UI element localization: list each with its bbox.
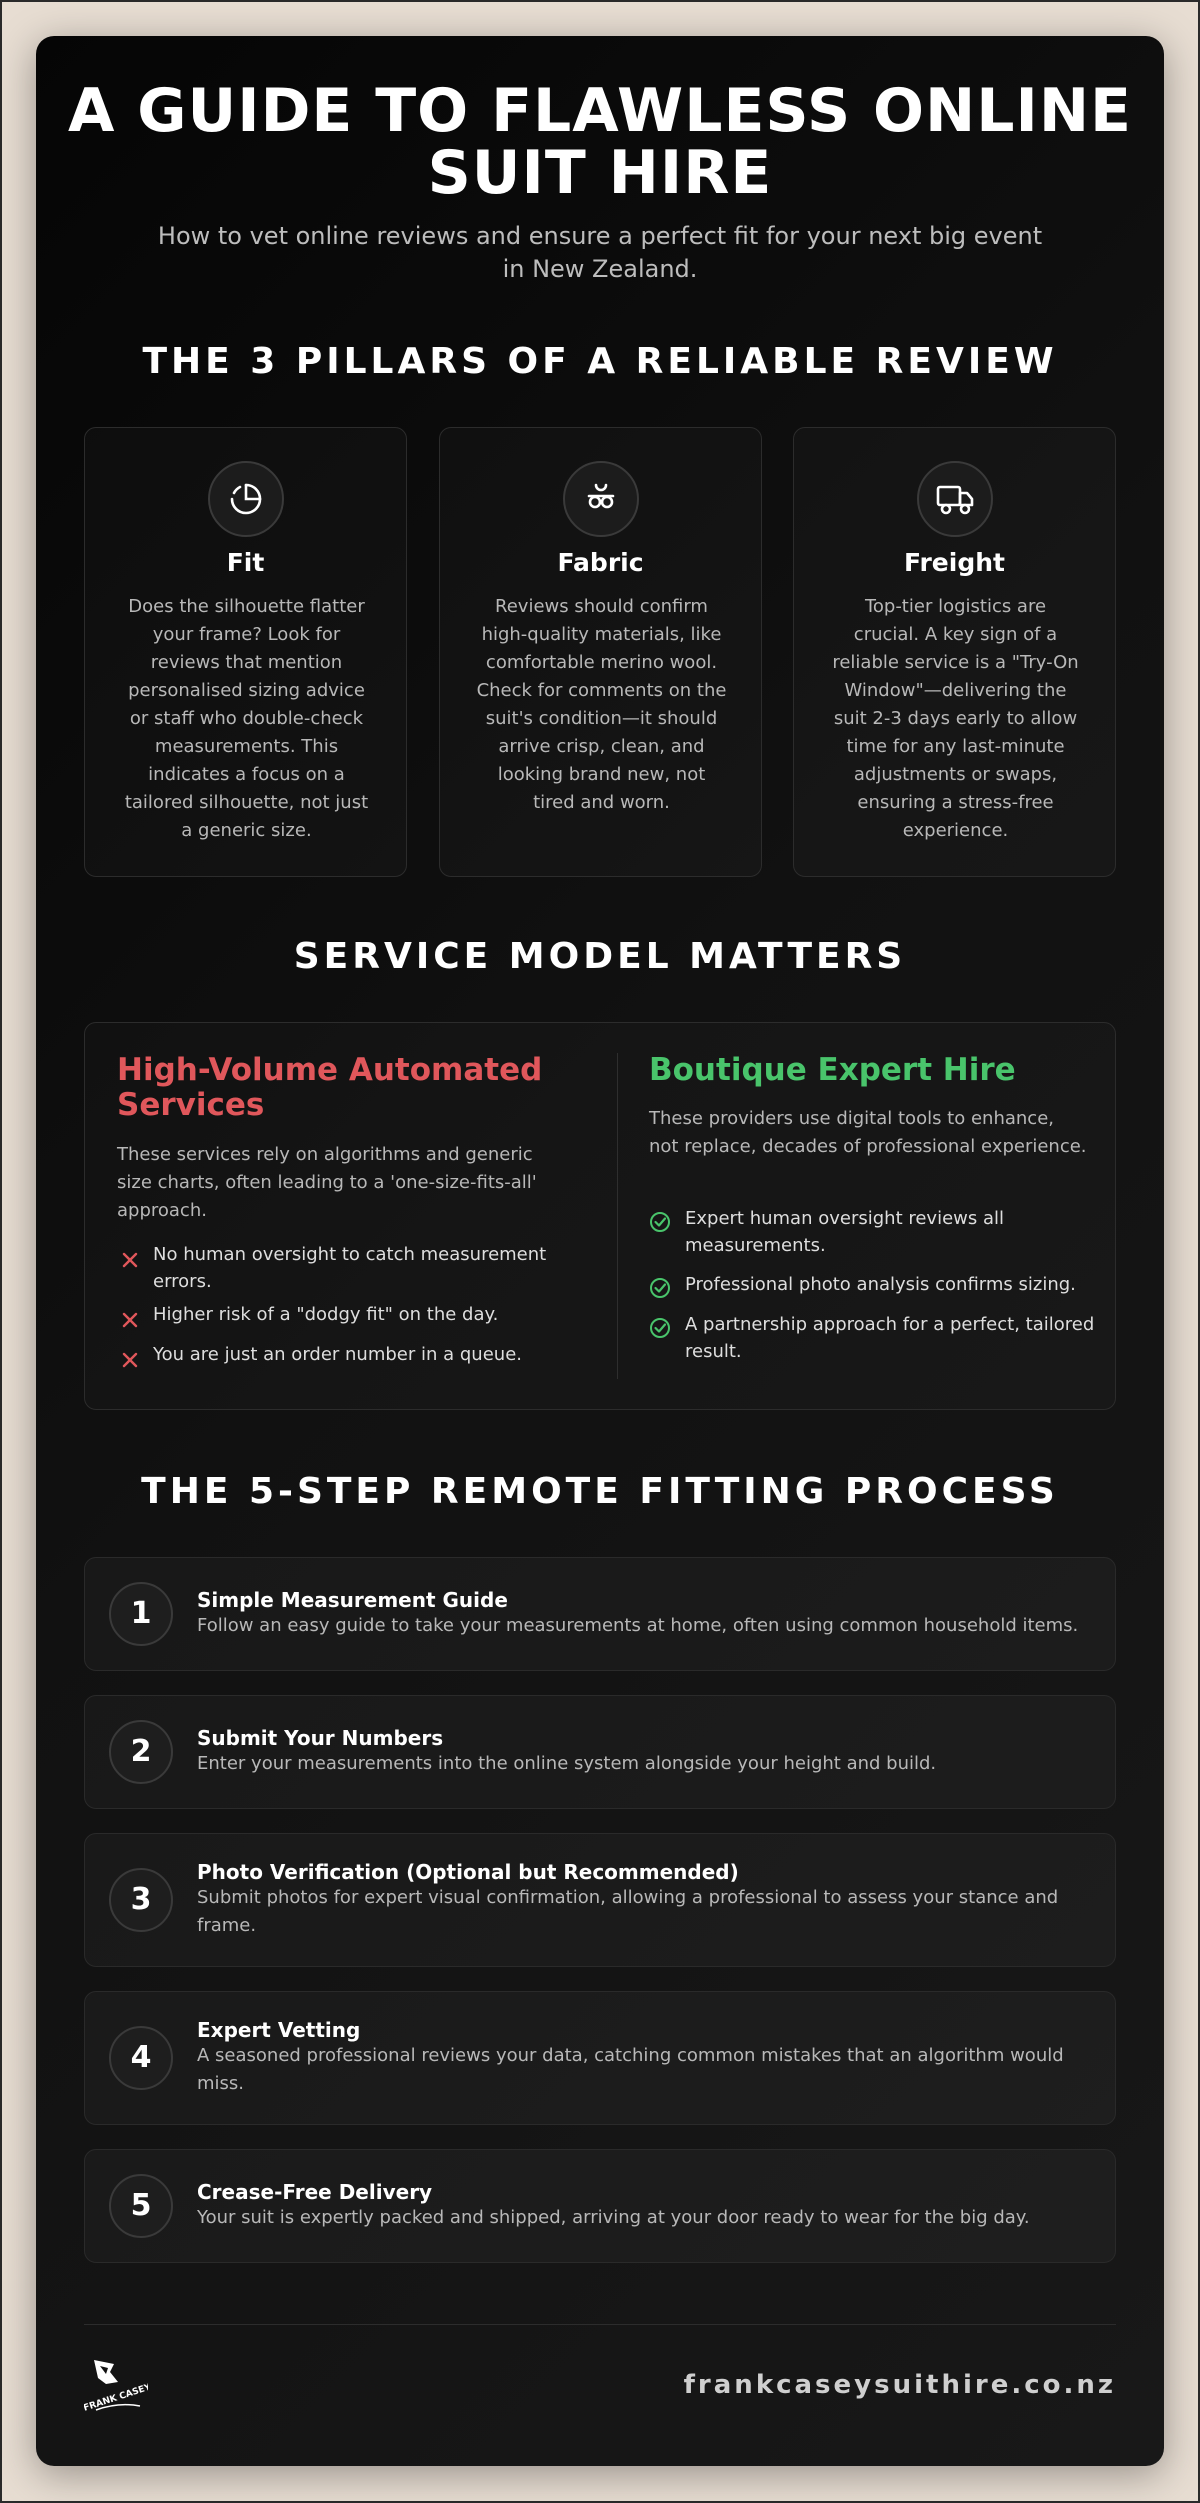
automated-services-title: High-Volume Automated Services	[117, 1053, 542, 1123]
step-title: Simple Measurement Guide	[197, 1588, 508, 1612]
pillar-text: Does the silhouette flatter your frame? …	[124, 596, 369, 841]
automated-title-line2: Services	[117, 1087, 265, 1123]
pillars-heading: THE 3 PILLARS OF A RELIABLE REVIEW	[142, 341, 1058, 382]
boutique-item: Professional photo analysis confirms siz…	[685, 1274, 1076, 1295]
pie-chart-icon	[208, 461, 284, 537]
step-text: Enter your measurements into the online …	[197, 1753, 937, 1774]
process-step-4: 4 Expert Vetting A seasoned professional…	[84, 1991, 1116, 2125]
column-divider	[617, 1053, 618, 1379]
process-heading: THE 5-STEP REMOTE FITTING PROCESS	[141, 1471, 1059, 1512]
pillar-title: Freight	[904, 548, 1005, 577]
step-title: Expert Vetting	[197, 2018, 361, 2042]
check-circle-icon	[650, 1318, 670, 1338]
step-text: A seasoned professional reviews your dat…	[197, 2045, 1064, 2094]
process-step-3: 3 Photo Verification (Optional but Recom…	[84, 1833, 1116, 1967]
sheep-icon	[563, 461, 639, 537]
check-circle-icon	[650, 1212, 670, 1232]
pillar-text: Reviews should confirm high-quality mate…	[476, 596, 727, 813]
frank-casey-logo: FRANK CASEY	[84, 2360, 148, 2414]
step-number-badge: 4	[109, 2026, 173, 2090]
pillar-card-fit: Fit Does the silhouette flatter your fra…	[84, 427, 407, 877]
check-circle-icon	[650, 1278, 670, 1298]
page-title: A GUIDE TO FLAWLESS ONLINE SUIT HIRE	[36, 80, 1164, 204]
automated-title-line1: High-Volume Automated	[117, 1052, 543, 1088]
step-number-badge: 3	[109, 1868, 173, 1932]
step-number-badge: 2	[109, 1720, 173, 1784]
service-heading: SERVICE MODEL MATTERS	[293, 936, 907, 977]
automated-item: No human oversight to catch measurement …	[153, 1244, 547, 1292]
pillar-title: Fit	[226, 548, 265, 577]
pillar-card-freight: Freight Top-tier logistics are crucial. …	[793, 427, 1116, 877]
step-title: Photo Verification (Optional but Recomme…	[197, 1860, 739, 1884]
step-number-badge: 1	[109, 1582, 173, 1646]
page-title-line2: SUIT HIRE	[427, 138, 773, 208]
cross-icon	[122, 1312, 138, 1328]
service-comparison: High-Volume Automated Services These ser…	[84, 1022, 1116, 1410]
page-subtitle: How to vet online reviews and ensure a p…	[157, 222, 1043, 283]
logo-text: FRANK CASEY	[84, 2382, 148, 2413]
footer-website-link[interactable]: frankcaseysuithire.co.nz	[683, 2370, 1116, 2400]
cross-icon	[122, 1252, 138, 1268]
truck-icon	[917, 461, 993, 537]
step-text: Your suit is expertly packed and shipped…	[197, 2207, 1030, 2228]
infographic-card: A GUIDE TO FLAWLESS ONLINE SUIT HIRE How…	[36, 36, 1164, 2466]
process-step-1: 1 Simple Measurement Guide Follow an eas…	[84, 1557, 1116, 1671]
footer-divider	[84, 2324, 1116, 2325]
boutique-item: A partnership approach for a perfect, ta…	[685, 1314, 1095, 1362]
automated-item: Higher risk of a "dodgy fit" on the day.	[153, 1304, 499, 1325]
pillar-card-fabric: Fabric Reviews should confirm high-quali…	[439, 427, 762, 877]
step-title: Submit Your Numbers	[197, 1726, 444, 1750]
step-text: Submit photos for expert visual confirma…	[197, 1887, 1059, 1936]
step-text: Follow an easy guide to take your measur…	[197, 1615, 1079, 1636]
cross-icon	[122, 1352, 138, 1368]
boutique-item: Expert human oversight reviews all measu…	[685, 1208, 1005, 1256]
automated-item: You are just an order number in a queue.	[153, 1344, 522, 1365]
pillar-text: Top-tier logistics are crucial. A key si…	[832, 596, 1079, 841]
boutique-hire-title: Boutique Expert Hire	[649, 1052, 1016, 1088]
process-step-2: 2 Submit Your Numbers Enter your measure…	[84, 1695, 1116, 1809]
automated-services-desc: These services rely on algorithms and ge…	[117, 1144, 537, 1221]
process-step-5: 5 Crease-Free Delivery Your suit is expe…	[84, 2149, 1116, 2263]
page-title-line1: A GUIDE TO FLAWLESS ONLINE	[67, 76, 1133, 146]
step-number-badge: 5	[109, 2174, 173, 2238]
step-title: Crease-Free Delivery	[197, 2180, 433, 2204]
pillar-title: Fabric	[557, 548, 644, 577]
boutique-hire-desc: These providers use digital tools to enh…	[649, 1108, 1087, 1157]
